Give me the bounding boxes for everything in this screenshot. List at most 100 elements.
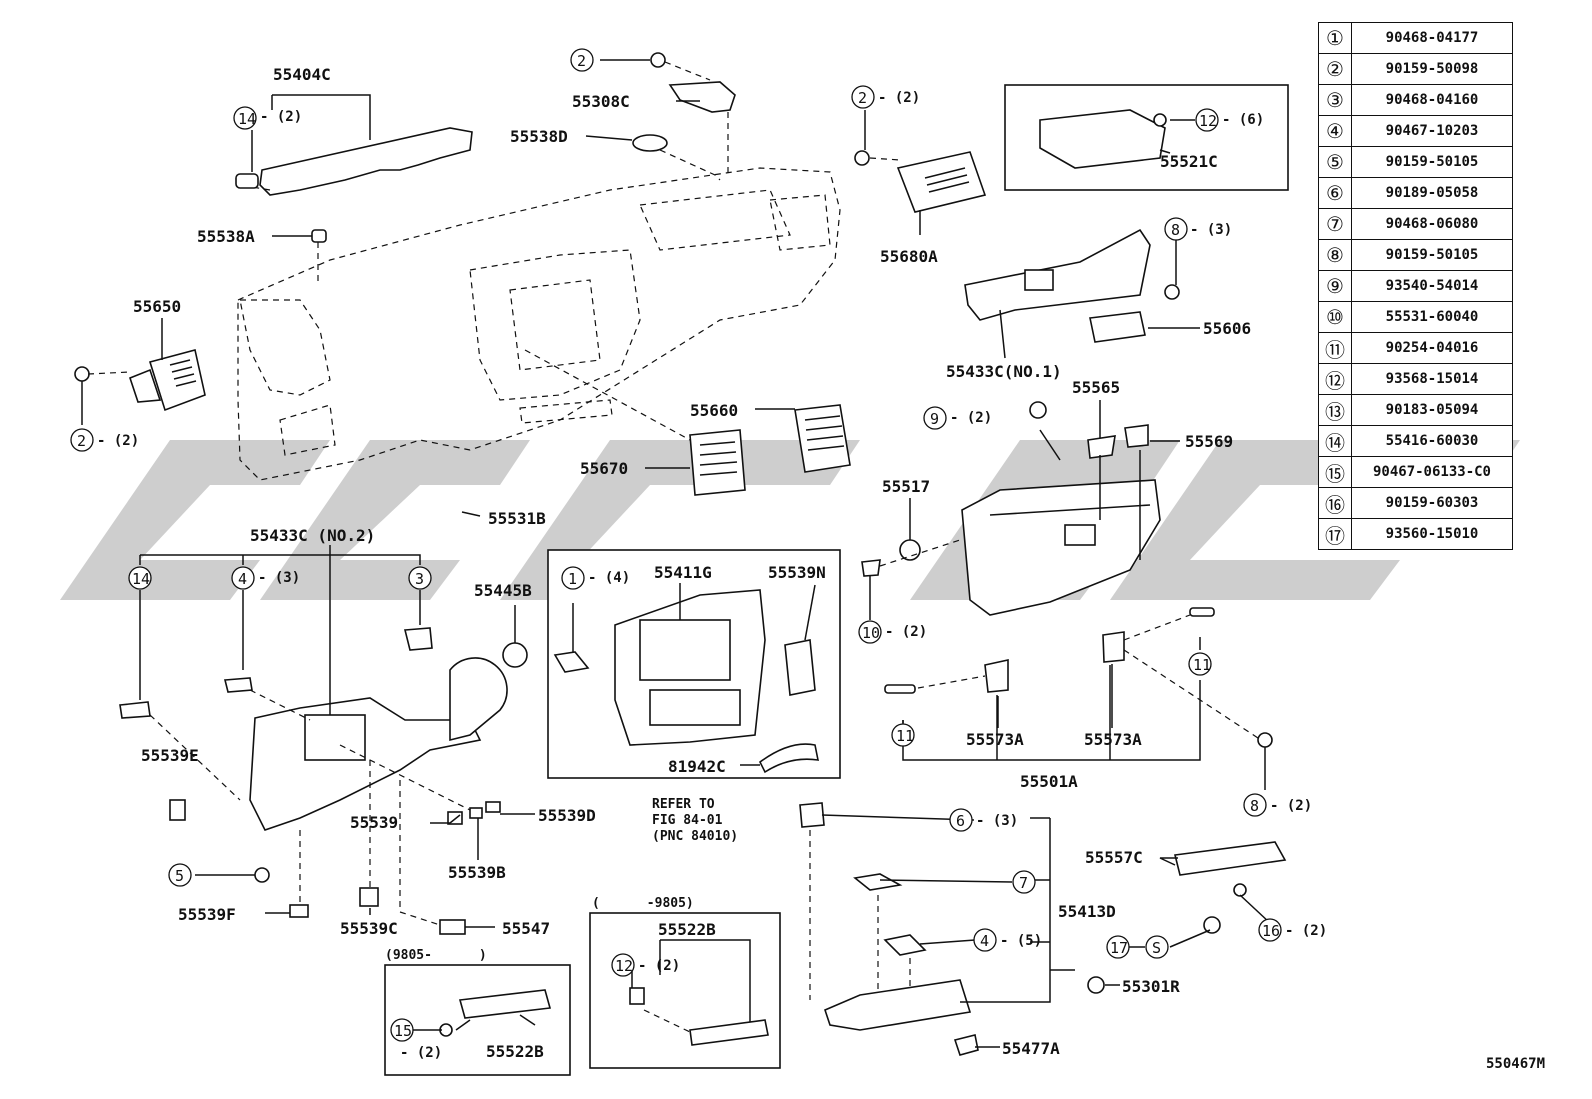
note-refer-line2: FIG 84-01: [652, 813, 723, 828]
ref-2-left: 2 - (2): [70, 428, 139, 452]
svg-text:2: 2: [858, 89, 867, 107]
part-clip-3-shape: [403, 627, 433, 651]
label-55522B-top: 55522B: [658, 920, 716, 939]
legend-part-number: 90159-50105: [1351, 239, 1513, 271]
ref-2-55680A: 2 - (2): [851, 85, 920, 109]
part-55301R-shape: [1087, 976, 1105, 994]
label-55539C: 55539C: [340, 919, 398, 938]
legend-part-number: 93560-15010: [1351, 518, 1513, 550]
part-55539N-shape: [784, 639, 816, 696]
svg-text:- (2): - (2): [1270, 798, 1312, 814]
svg-text:15: 15: [394, 1022, 412, 1040]
svg-text:5: 5: [175, 867, 184, 885]
legend-part-number: 90468-04177: [1351, 22, 1513, 54]
part-55308C-shape: [668, 81, 736, 113]
inset-box-55522B-before: [589, 912, 781, 1069]
label-55539F: 55539F: [178, 905, 236, 924]
ref-8-lower: 8 - (2): [1243, 793, 1312, 817]
label-55557C: 55557C: [1085, 848, 1143, 867]
part-55539F-shape: [289, 904, 309, 918]
ref-14-top: 14 - (2): [233, 106, 302, 130]
legend-part-number: 90467-06133-C0: [1351, 456, 1513, 488]
label-55660: 55660: [690, 401, 738, 420]
svg-text:- (4): - (4): [588, 570, 630, 586]
svg-text:12: 12: [615, 957, 633, 975]
svg-text:- (2): - (2): [400, 1045, 442, 1061]
legend-part-number: 90159-50098: [1351, 53, 1513, 85]
svg-text:9: 9: [930, 410, 939, 428]
part-55650-vent-shape: [148, 349, 206, 412]
ref-6: 6 - (3): [949, 808, 1018, 832]
label-55539D: 55539D: [538, 806, 596, 825]
legend-part-number: 93568-15014: [1351, 363, 1513, 395]
part-clip-14-shape: [119, 701, 151, 719]
ref-11-left: 11: [891, 723, 915, 747]
svg-text:16: 16: [1262, 922, 1280, 940]
label-55445B: 55445B: [474, 581, 532, 600]
legend-part-number: 90254-04016: [1351, 332, 1513, 364]
screw-shape-5: [254, 867, 270, 883]
label-55565: 55565: [1072, 378, 1120, 397]
part-55573A-right-shape: [1102, 631, 1125, 663]
label-55433C-no1: 55433C(NO.1): [946, 362, 1062, 381]
svg-text:8: 8: [1171, 221, 1180, 239]
legend-ref-number: ①: [1318, 22, 1352, 54]
legend-ref-number: ⑪: [1318, 332, 1352, 364]
ref-12-box-lower: 12 - (2): [611, 953, 680, 977]
svg-text:- (2): - (2): [260, 109, 302, 125]
legend-part-number: 90189-05058: [1351, 177, 1513, 209]
svg-text:10: 10: [862, 624, 880, 642]
svg-text:8: 8: [1250, 797, 1259, 815]
legend-part-number: 55416-60030: [1351, 425, 1513, 457]
label-55680A: 55680A: [880, 247, 938, 266]
label-55308C: 55308C: [572, 92, 630, 111]
note-date-after: (9805- ): [385, 948, 487, 963]
legend-ref-number: ⑫: [1318, 363, 1352, 395]
legend-ref-number: ⑧: [1318, 239, 1352, 271]
label-55539: 55539: [350, 813, 398, 832]
ref-4-55413D: 4 - (5): [973, 928, 1042, 952]
part-55445B-shape: [502, 642, 528, 668]
svg-text:- (2): - (2): [950, 410, 992, 426]
part-55416-clip-shape: [235, 173, 259, 189]
screw-shape-8-lower: [1257, 732, 1273, 748]
legend-ref-number: ⑮: [1318, 456, 1352, 488]
legend-ref-number: ⑭: [1318, 425, 1352, 457]
dashboard-panel: [237, 167, 841, 481]
part-55569-shape: [1124, 424, 1149, 448]
ref-12-box: 12 - (6): [1195, 108, 1264, 132]
legend-ref-number: ②: [1318, 53, 1352, 85]
inset-box-55522B-after: [384, 964, 571, 1076]
legend-part-number: 90468-04160: [1351, 84, 1513, 116]
svg-text:11: 11: [1193, 656, 1211, 674]
part-55573A-left-shape: [984, 659, 1009, 693]
ref-1: 1 - (4): [561, 566, 630, 590]
ref-11-right: 11: [1188, 652, 1212, 676]
ref-7: 7: [1012, 870, 1036, 894]
part-55557C-shape: [1174, 841, 1287, 876]
note-refer-line1: REFER TO: [652, 797, 715, 812]
svg-text:- (3): - (3): [976, 813, 1018, 829]
part-55522B-bottom-shape: [458, 989, 552, 1019]
svg-text:- (2): - (2): [1285, 923, 1327, 939]
svg-text:14: 14: [238, 110, 256, 128]
note-refer-line3: (PNC 84010): [652, 829, 738, 844]
part-55565-shape: [1087, 435, 1116, 459]
part-clip-6-shape: [799, 802, 825, 828]
